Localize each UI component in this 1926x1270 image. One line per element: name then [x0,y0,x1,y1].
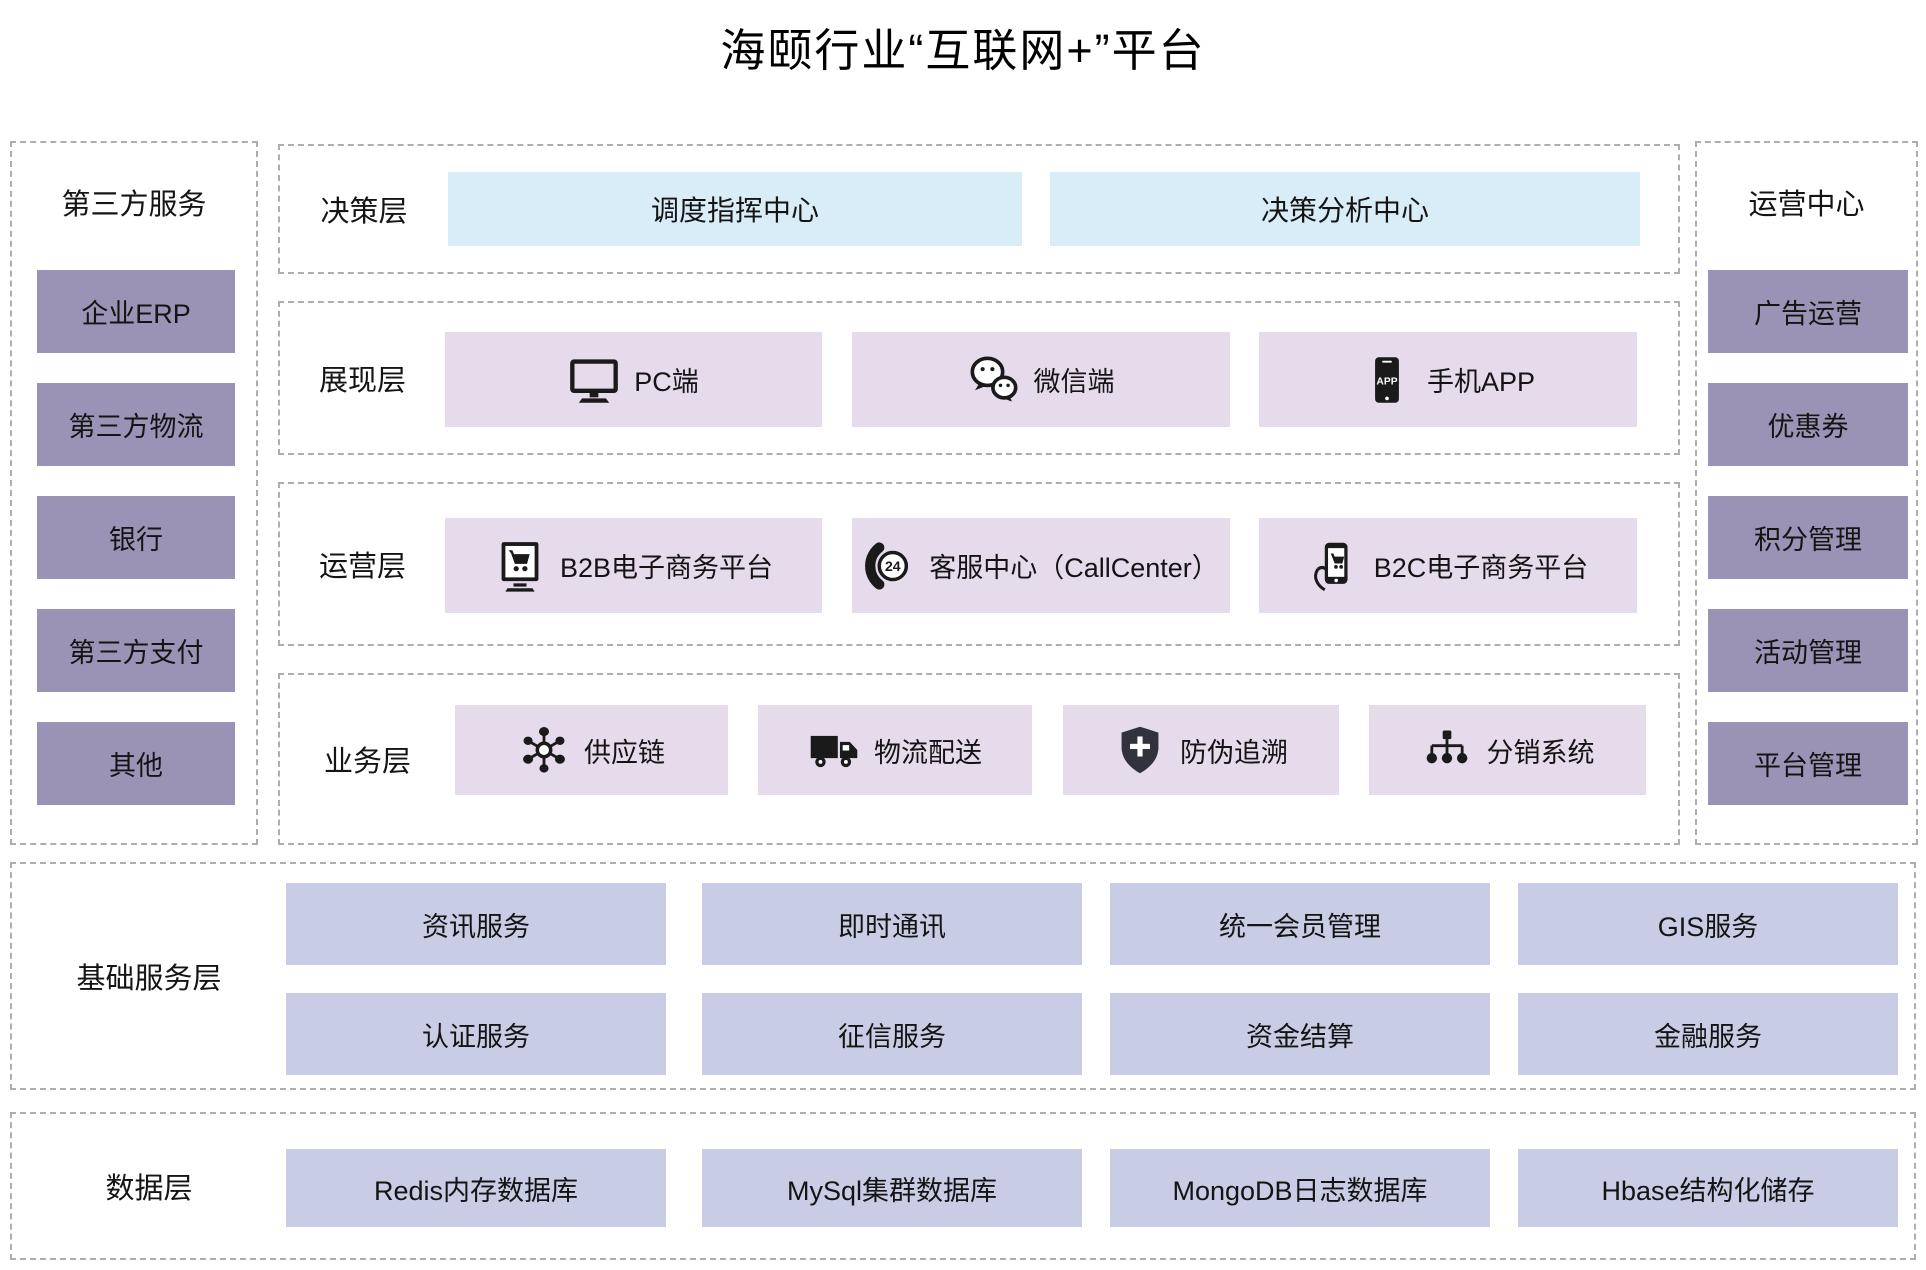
pc-client-label: PC端 [634,367,699,397]
mobile-app-label: 手机APP [1426,367,1536,397]
data-layer-panel: 数据层 Redis内存数据库 MySql集群数据库 MongoDB日志数据库 H… [10,1112,1916,1260]
third-party-panel-title: 第三方服务 [61,189,207,221]
logistics-delivery-box: 物流配送 [758,705,1032,795]
distribution-system-icon [1421,724,1473,776]
operation-item-points: 积分管理 [1708,496,1908,579]
dispatch-command-center-label: 调度指挥中心 [650,195,819,226]
operation-item-coupon: 优惠券 [1708,383,1908,466]
service-box-finance: 金融服务 [1518,993,1898,1075]
business-layer-row: 业务层 供应链 [278,673,1680,845]
dispatch-command-center-box: 调度指挥中心 [448,172,1022,246]
data-box-mongodb: MongoDB日志数据库 [1110,1149,1490,1227]
b2c-ecommerce-box: B2C电子商务平台 [1259,518,1637,613]
monitor-icon [568,354,620,406]
service-box-auth: 认证服务 [286,993,666,1075]
service-box-credit: 征信服务 [702,993,1082,1075]
callcenter-24-icon: 24 [863,540,915,592]
base-service-layer-panel: 基础服务层 资讯服务 即时通讯 统一会员管理 GIS服务 认证服务 征信服务 资… [10,862,1916,1090]
operation-layer-row: 运营层 B2B电子商务平台 24 [278,482,1680,646]
data-box-hbase: Hbase结构化储存 [1518,1149,1898,1227]
anti-counterfeit-label: 防伪追溯 [1180,737,1288,768]
wechat-icon [968,354,1020,406]
decision-analysis-center-box: 决策分析中心 [1050,172,1640,246]
operation-center-panel: 运营中心 广告运营 优惠券 积分管理 活动管理 平台管理 [1695,141,1918,845]
mobile-app-icon: APP [1361,354,1413,406]
operation-item-campaign: 活动管理 [1708,609,1908,692]
b2b-ecommerce-box: B2B电子商务平台 [445,518,822,613]
supply-chain-box: 供应链 [455,705,728,795]
data-box-mysql: MySql集群数据库 [702,1149,1082,1227]
base-service-layer-label: 基础服务层 [76,963,222,995]
mobile-app-box: APP 手机APP [1259,332,1637,427]
data-box-redis: Redis内存数据库 [286,1149,666,1227]
operation-item-platform: 平台管理 [1708,722,1908,805]
callcenter-box: 24 客服中心（CallCenter） [852,518,1230,613]
service-box-news: 资讯服务 [286,883,666,965]
pc-client-box: PC端 [445,332,822,427]
operation-layer-label: 运营层 [318,551,406,583]
decision-layer-row: 决策层 调度指挥中心 决策分析中心 [278,144,1680,274]
third-party-item-logistics: 第三方物流 [37,383,235,466]
wechat-client-label: 微信端 [1033,367,1115,397]
business-layer-label: 业务层 [323,746,411,778]
service-box-im: 即时通讯 [702,883,1082,965]
service-box-settlement: 资金结算 [1110,993,1490,1075]
supply-chain-icon [518,724,570,776]
b2c-ecommerce-label: B2C电子商务平台 [1373,553,1589,583]
b2c-mobile-shopping-icon [1308,540,1360,592]
anti-counterfeit-shield-icon [1114,724,1166,776]
third-party-item-bank: 银行 [37,496,235,579]
svg-text:24: 24 [885,558,901,574]
callcenter-label: 客服中心（CallCenter） [929,553,1219,583]
distribution-system-box: 分销系统 [1369,705,1646,795]
third-party-services-panel: 第三方服务 企业ERP 第三方物流 银行 第三方支付 其他 [10,141,258,845]
data-layer-label: 数据层 [105,1173,193,1205]
logistics-truck-icon [808,724,860,776]
wechat-client-box: 微信端 [852,332,1230,427]
operation-item-ads: 广告运营 [1708,270,1908,353]
anti-counterfeit-box: 防伪追溯 [1063,705,1339,795]
third-party-item-other: 其他 [37,722,235,805]
distribution-system-label: 分销系统 [1486,737,1595,768]
service-box-member: 统一会员管理 [1110,883,1490,965]
b2b-ecommerce-icon [494,540,546,592]
service-box-gis: GIS服务 [1518,883,1898,965]
presentation-layer-label: 展现层 [318,365,406,397]
third-party-item-erp: 企业ERP [37,270,235,353]
decision-layer-label: 决策层 [320,196,408,228]
page-title: 海颐行业“互联网+”平台 [720,25,1206,76]
decision-analysis-center-label: 决策分析中心 [1260,195,1429,226]
logistics-delivery-label: 物流配送 [874,737,982,768]
supply-chain-label: 供应链 [584,737,665,768]
svg-text:APP: APP [1376,376,1397,387]
operation-center-panel-title: 运营中心 [1748,189,1865,221]
b2b-ecommerce-label: B2B电子商务平台 [559,553,774,583]
presentation-layer-row: 展现层 PC端 微信端 [278,301,1680,455]
third-party-item-payment: 第三方支付 [37,609,235,692]
